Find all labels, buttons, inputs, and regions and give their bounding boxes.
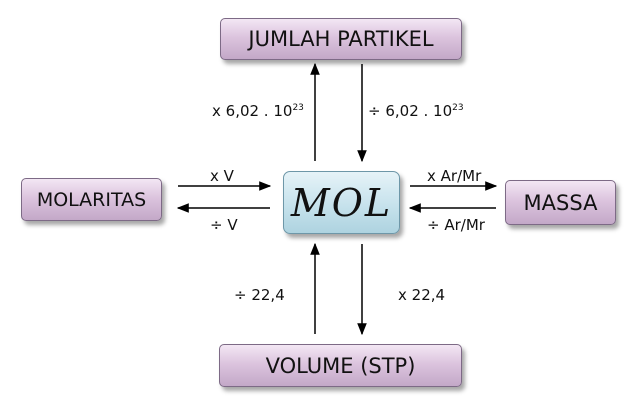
- node-volume-stp: VOLUME (STP): [219, 344, 462, 387]
- edge-label-volume-to-mol: ÷ 22,4: [234, 286, 285, 304]
- node-jumlah-partikel: JUMLAH PARTIKEL: [220, 18, 462, 60]
- node-mol: MOL: [283, 171, 400, 234]
- edge-label-mol-to-partikel: x 6,02 . 1023: [212, 102, 304, 120]
- edge-label-molaritas-to-mol: x V: [210, 167, 234, 185]
- edge-label-massa-to-mol: ÷ Ar/Mr: [427, 216, 485, 234]
- edge-label-mol-to-volume: x 22,4: [398, 286, 446, 304]
- edge-label-mol-to-massa: x Ar/Mr: [427, 167, 482, 185]
- edge-label-partikel-to-mol: ÷ 6,02 . 1023: [368, 102, 464, 120]
- node-molaritas: MOLARITAS: [21, 178, 162, 221]
- edge-label-mol-to-molaritas: ÷ V: [210, 216, 238, 234]
- node-massa: MASSA: [505, 180, 616, 225]
